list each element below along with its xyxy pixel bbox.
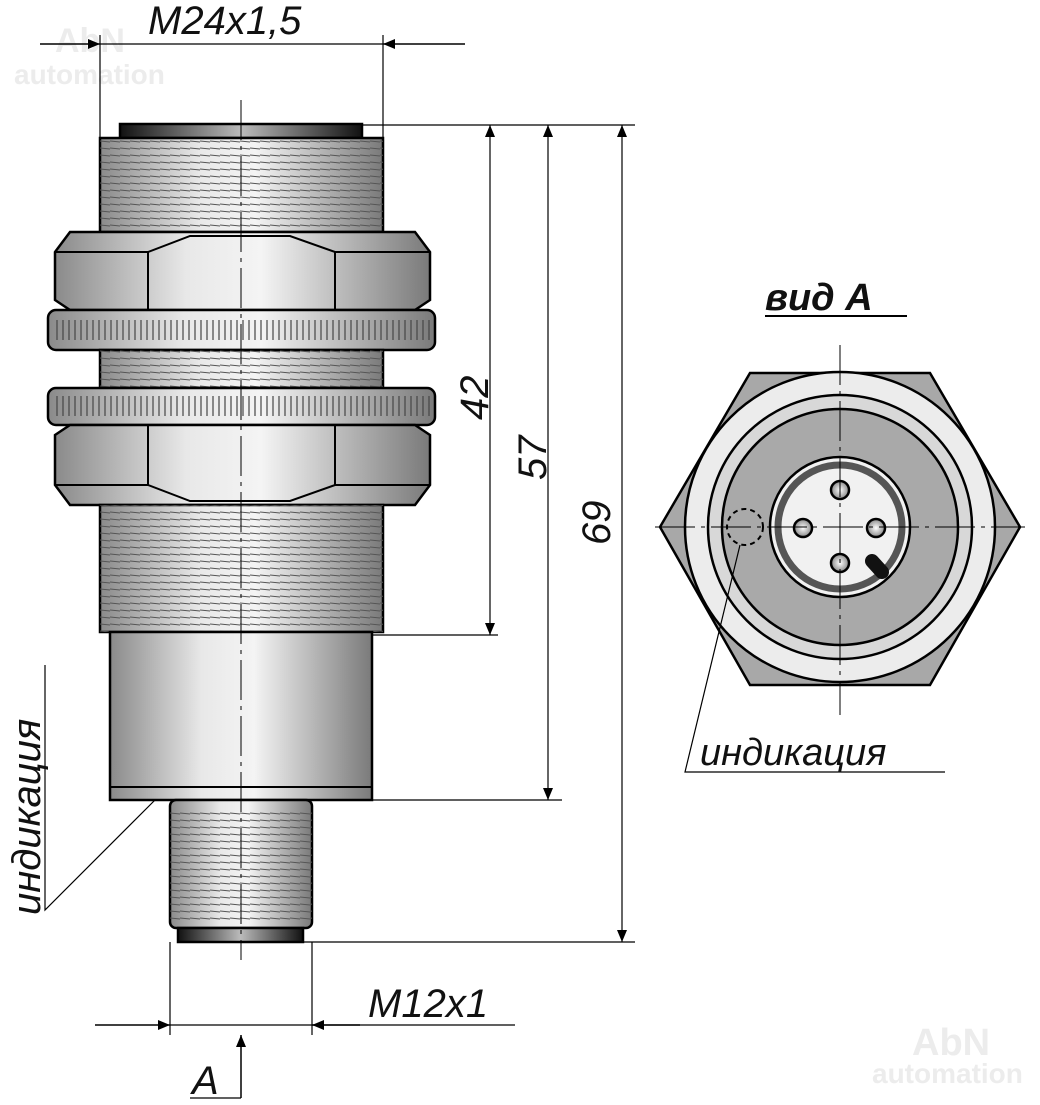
dimension-lines <box>40 35 635 1099</box>
indication-label-side: индикация <box>5 719 49 915</box>
svg-text:automation: automation <box>872 1058 1023 1089</box>
upper-nut <box>53 230 432 312</box>
svg-text:AbN: AbN <box>55 22 125 60</box>
watermark-bottom: AbN automation <box>872 1022 1023 1089</box>
lower-nut <box>53 423 432 507</box>
dim-thread-length: 42 <box>453 376 497 421</box>
svg-text:automation: automation <box>14 59 165 90</box>
indication-leader-side <box>44 665 156 912</box>
key <box>865 554 889 579</box>
dim-top-thread: M24x1,5 <box>148 0 302 43</box>
dim-total-length: 69 <box>575 501 619 546</box>
pin-3 <box>865 517 887 539</box>
view-title: вид А <box>765 277 873 319</box>
watermark-top: AbN automation <box>14 22 165 90</box>
dim-connector-thread: M12x1 <box>368 982 488 1026</box>
pin-2 <box>792 517 814 539</box>
view-marker: A <box>190 1059 219 1103</box>
svg-text:AbN: AbN <box>912 1022 990 1064</box>
indication-leader-view <box>684 544 945 773</box>
indication-label-view: индикация <box>700 732 886 774</box>
dim-body-length: 57 <box>511 434 555 480</box>
